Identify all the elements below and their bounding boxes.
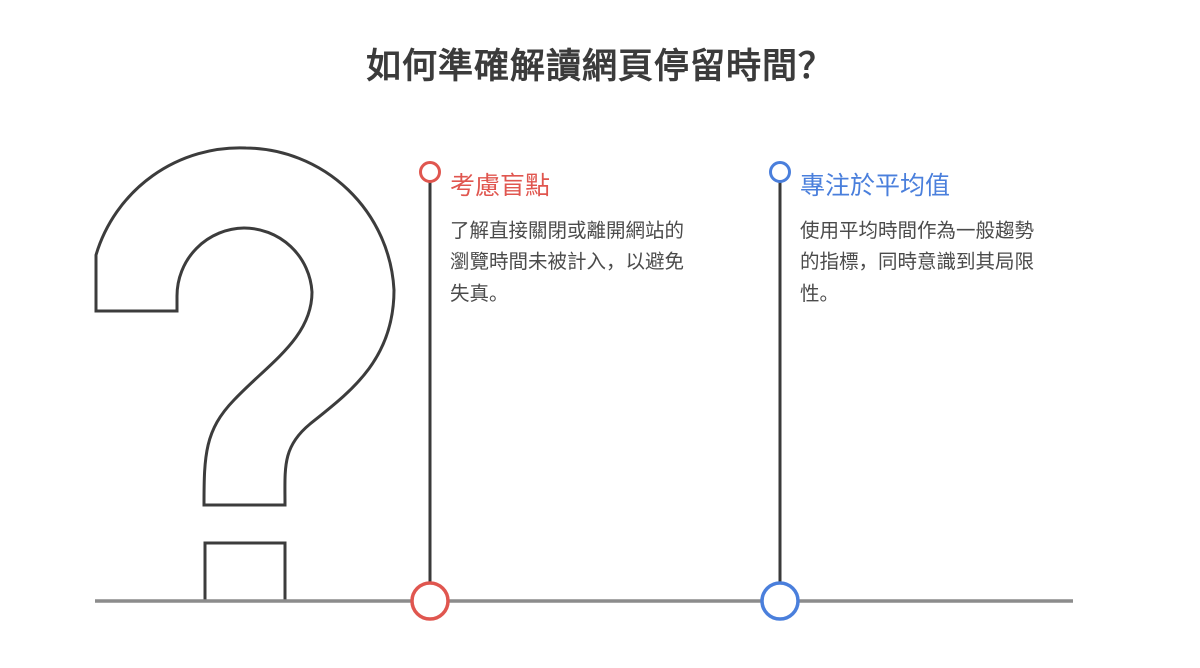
top-dot-1	[419, 161, 441, 183]
top-dot-2	[769, 161, 791, 183]
page-title: 如何準確解讀網頁停留時間？	[365, 47, 834, 86]
column-2-heading: 專注於平均值	[800, 172, 951, 200]
question-mark-icon	[94, 146, 396, 601]
content-column-1: 考慮盲點 了解直接關閉或離開網站的瀏覽時間未被計入，以避免失真。	[450, 172, 712, 310]
timeline-marker-1	[410, 161, 450, 621]
timeline-marker-2	[760, 161, 800, 621]
column-1-heading: 考慮盲點	[450, 172, 551, 200]
content-column-2: 專注於平均值 使用平均時間作為一般趨勢的指標，同時意識到其局限性。	[800, 172, 1062, 310]
bottom-dot-1	[410, 581, 450, 621]
column-2-body: 使用平均時間作為一般趨勢的指標，同時意識到其局限性。	[800, 219, 1035, 305]
bottom-dot-2	[760, 581, 800, 621]
column-1-body: 了解直接關閉或離開網站的瀏覽時間未被計入，以避免失真。	[450, 219, 685, 305]
